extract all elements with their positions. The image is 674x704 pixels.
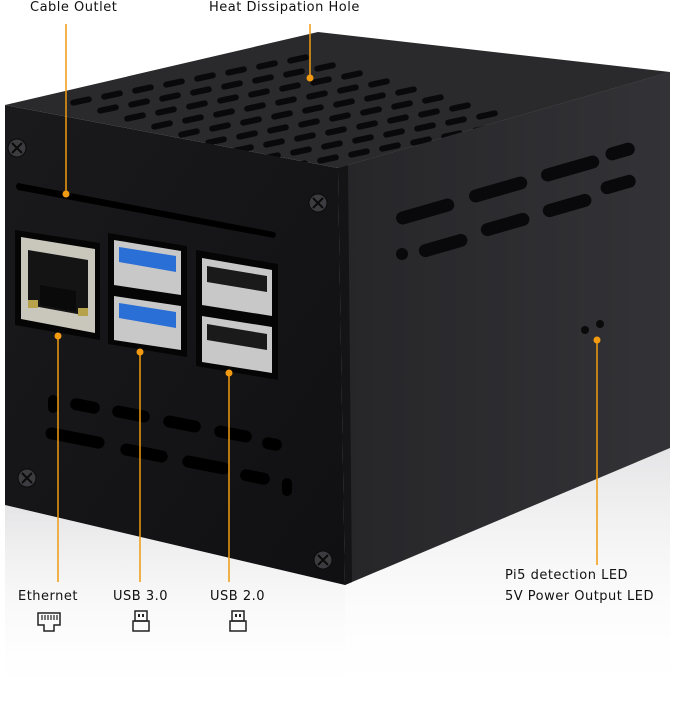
top-vent-slot [356,120,378,130]
power-output-led-label: 5V Power Output LED [505,589,654,604]
top-vent-slot [383,128,405,138]
top-vent-slot [252,74,274,84]
top-vent-slot [418,108,440,118]
top-vent-slot [395,86,417,96]
top-vent-slot [124,112,146,122]
top-vent-slot [279,82,301,92]
top-vent-slot [290,146,312,156]
top-vent-slot [321,140,343,150]
usb2-label: USB 2.0 [210,589,265,604]
top-vent-slot [310,76,332,86]
top-vent-slot [225,66,247,76]
top-vent-slot [70,96,92,106]
top-vent-slot [337,84,359,94]
top-vent-slot [360,106,382,116]
front-vent-slots [45,395,292,496]
top-vent-slot [414,122,436,132]
status-leds [581,320,604,334]
top-vent-slot [283,68,305,78]
top-vent-slot [341,70,363,80]
case-side-panel [338,72,670,585]
top-vent-slot [186,100,208,110]
top-vent-slot [391,100,413,110]
top-vent-slot [294,132,316,142]
top-vent-slot [101,90,123,100]
top-vent-slot [248,88,270,98]
top-vent-slot [217,94,239,104]
usb3-label: USB 3.0 [113,589,168,604]
floor-reflection [5,448,670,700]
usb2-connector-icon [229,610,247,632]
top-vent-slot [240,116,262,126]
top-vent-slot [190,86,212,96]
cable-outlet-slot [16,183,276,238]
top-vent-slot [159,92,181,102]
top-vent-slot [213,108,235,118]
top-vent-slot [163,78,185,88]
top-vent-slot [302,104,324,114]
usb3-ports [108,233,187,357]
pi5-detection-led-label: Pi5 detection LED [505,568,629,583]
top-vent-slot [132,84,154,94]
top-vent-slot [314,62,336,72]
ethernet-label: Ethernet [18,589,78,604]
case-front-panel [5,105,345,585]
top-vent-slot [445,116,467,126]
top-vent-slot [317,154,339,164]
top-vent-slot [348,148,370,158]
top-vent-slot [194,72,216,82]
top-vent-slot [387,114,409,124]
top-vent-slot [275,96,297,106]
top-vent-slot [244,102,266,112]
top-vent-slot [209,122,231,132]
top-vent-slot [449,102,471,112]
top-vent-slot [476,110,498,120]
top-vent-slot [352,134,374,144]
top-vent-slot [325,126,347,136]
top-vent-slot [271,110,293,120]
top-vent-slot [221,80,243,90]
top-vent-slot [263,138,285,148]
top-vent-slot [236,130,258,140]
top-vent-slot [287,54,309,64]
top-vent-slot [151,120,173,130]
top-vent-slot [155,106,177,116]
top-vent-slot [329,112,351,122]
top-vent-slot [182,114,204,124]
top-vent-slot [333,98,355,108]
top-vent-slot [128,98,150,108]
ethernet-port-icon [37,612,61,632]
usb3-connector-icon [132,610,150,632]
cable-outlet-label: Cable Outlet [30,0,118,15]
top-vent-slot [410,136,432,146]
ethernet-port [15,230,100,340]
top-vent-slot [422,94,444,104]
top-vent-slot [298,118,320,128]
usb2-ports [196,250,278,380]
heat-dissipation-label: Heat Dissipation Hole [209,0,360,15]
top-vent-slot [379,142,401,152]
top-vent-slot [97,104,119,114]
callout-leader-lines [54,24,601,582]
top-vent-slot [306,90,328,100]
top-vent-slot [256,60,278,70]
top-vent-slot [364,92,386,102]
top-vent-slot [267,124,289,134]
top-vent-slot [368,78,390,88]
top-vent-slot [205,136,227,146]
side-vent-slots [396,142,636,260]
top-vent-slot [178,128,200,138]
